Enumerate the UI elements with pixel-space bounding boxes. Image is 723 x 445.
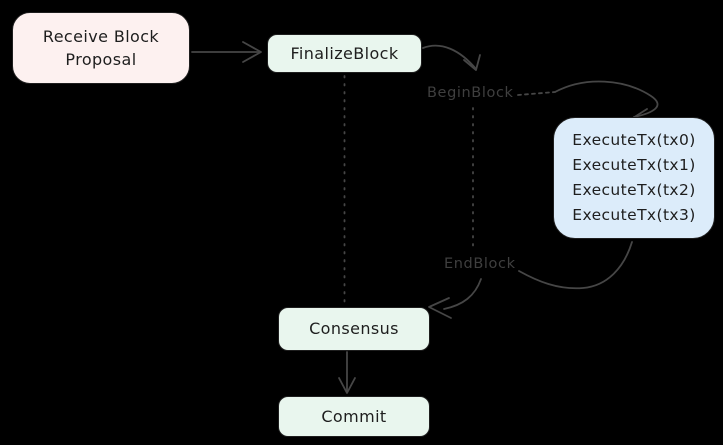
line-executetx-to-endblock [518,241,633,290]
arrow-receive-to-finalizeblock [191,41,262,63]
node-label: Receive Block Proposal [42,26,160,69]
node-executetx-group: ExecuteTx(tx0) ExecuteTx(tx1) ExecuteTx(… [553,117,715,239]
node-commit: Commit [278,396,430,437]
execute-tx-line: ExecuteTx(tx1) [572,156,696,174]
node-label: Consensus [309,319,399,339]
execute-tx-line: ExecuteTx(tx2) [572,181,696,199]
arrow-finalizeblock-to-beginblock [422,44,481,71]
node-finalizeblock: FinalizeBlock [267,34,422,73]
execute-tx-line: ExecuteTx(tx0) [572,131,696,149]
arrow-consensus-to-commit [338,351,356,394]
node-label: FinalizeBlock [290,43,399,63]
node-label: Commit [321,406,387,426]
edge-label-beginblock: BeginBlock [427,85,514,101]
execute-tx-line: ExecuteTx(tx3) [572,206,696,224]
node-consensus: Consensus [278,307,430,351]
edge-label-endblock: EndBlock [444,256,516,272]
arrow-endblock-to-consensus [428,278,482,319]
node-receive-block-proposal: Receive Block Proposal [12,12,190,84]
